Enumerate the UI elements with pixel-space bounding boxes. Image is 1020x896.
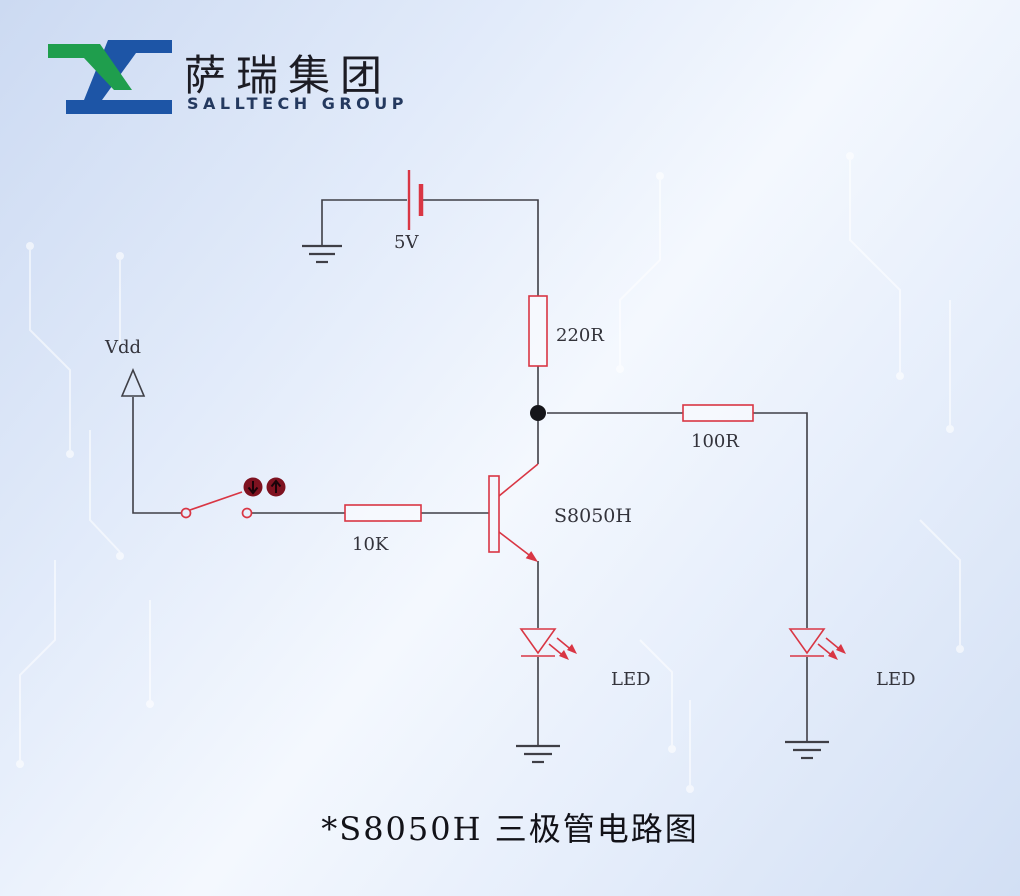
- wire-100r-to-led: [753, 412, 808, 628]
- battery-symbol: [407, 170, 424, 230]
- resistor-100r-label: 100R: [691, 431, 739, 452]
- ground-symbols: [302, 244, 829, 764]
- led-right-label: LED: [876, 669, 916, 690]
- arrow-down-indicator-icon: [243, 477, 263, 497]
- transistor-collector-lead: [498, 463, 539, 497]
- ground-led-right: [785, 740, 829, 760]
- led-triangle: [519, 628, 557, 655]
- switch-contact-right: [241, 507, 253, 519]
- wire-battery-left: [321, 199, 407, 246]
- led-left-symbol: [519, 628, 577, 660]
- switch-contact-left: [180, 507, 192, 519]
- arrow-up-indicator-icon: [266, 477, 286, 497]
- company-name-chinese: 萨瑞集团: [184, 51, 393, 100]
- led-right-symbol: [788, 628, 846, 660]
- resistor-220r-label: 220R: [556, 325, 604, 346]
- wire-switch-to-vdd: [132, 397, 181, 514]
- vdd-label: Vdd: [105, 337, 142, 358]
- battery-voltage-label: 5V: [394, 232, 419, 253]
- transistor-s8050h-symbol: [488, 463, 539, 562]
- led-triangle: [788, 628, 826, 655]
- logo-blue-shape: [66, 40, 172, 114]
- switch-lever: [189, 491, 243, 511]
- ground-battery: [302, 244, 342, 264]
- junction-node: [530, 405, 546, 421]
- pcb-trace-pattern: [16, 152, 964, 793]
- resistor-100r-body: [682, 404, 754, 422]
- vdd-arrow: [120, 367, 146, 397]
- diagram-caption: *S8050H 三极管电路图: [321, 810, 699, 848]
- resistor-10k-label: 10K: [352, 534, 389, 555]
- led-emission-arrows: [817, 637, 846, 660]
- transistor-emitter-lead: [498, 531, 534, 559]
- resistors: [344, 295, 754, 522]
- logo-glyph: [48, 40, 172, 114]
- logo-green-shape: [48, 44, 132, 90]
- resistor-10k-body: [344, 504, 422, 522]
- wire-battery-right: [422, 199, 539, 296]
- led-emission-arrows: [548, 637, 577, 660]
- wires: [132, 199, 808, 746]
- touch-indicator-icons: [243, 477, 286, 497]
- transistor-base-bar: [488, 475, 500, 553]
- company-logo-mark: [46, 38, 176, 114]
- transistor-emitter-arrow: [525, 551, 538, 562]
- resistor-220r-body: [528, 295, 548, 367]
- switch-symbol: [180, 491, 253, 519]
- led-left-label: LED: [611, 669, 651, 690]
- ground-led-left: [516, 744, 560, 764]
- company-name-english: SALLTECH GROUP: [187, 94, 408, 113]
- transistor-label: S8050H: [554, 505, 632, 527]
